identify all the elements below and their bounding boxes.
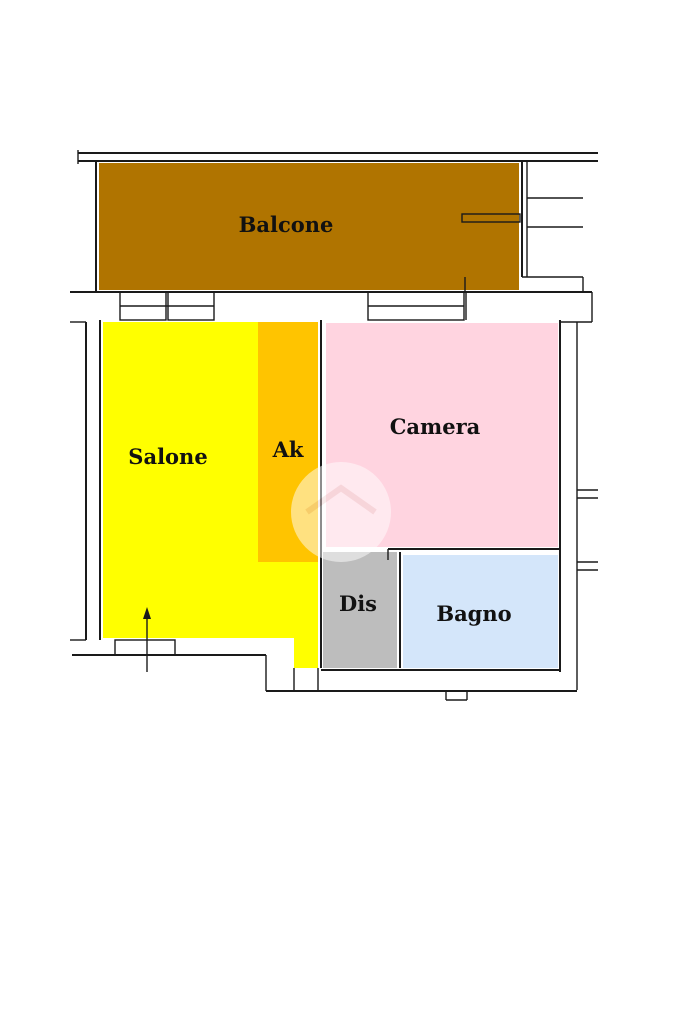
room-label-salone: Salone (128, 444, 207, 469)
room-label-balcone: Balcone (239, 212, 334, 237)
room-bagno (403, 555, 558, 668)
room-label-dis: Dis (339, 591, 377, 616)
room-label-bagno: Bagno (436, 601, 511, 626)
walls (70, 150, 598, 701)
room-balcone (99, 163, 519, 290)
entrance-arrow-icon (143, 607, 151, 672)
room-label-ak: Ak (272, 437, 304, 462)
room-dis (323, 552, 397, 668)
watermark-logo-icon (291, 462, 391, 562)
room-label-camera: Camera (390, 414, 481, 439)
